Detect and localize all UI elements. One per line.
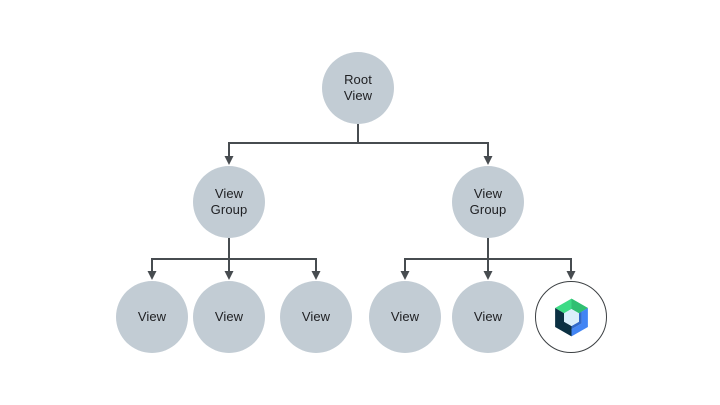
node-compose <box>535 281 607 353</box>
connector-left-group-to-views <box>147 238 321 280</box>
node-label: View Group <box>469 186 507 217</box>
node-label: Root View <box>343 72 373 103</box>
connector-right-group-to-views <box>400 238 576 280</box>
node-view-1: View <box>116 281 188 353</box>
node-view-4: View <box>369 281 441 353</box>
node-view-3: View <box>280 281 352 353</box>
node-view-group-left: View Group <box>193 166 265 238</box>
node-view-5: View <box>452 281 524 353</box>
connector-root-to-groups <box>224 124 493 165</box>
node-label: View <box>473 309 503 324</box>
node-label: View <box>390 309 420 324</box>
node-label: View <box>137 309 167 324</box>
node-label: View Group <box>210 186 248 217</box>
jetpack-compose-icon <box>554 298 588 336</box>
node-root-view: Root View <box>322 52 394 124</box>
node-view-2: View <box>193 281 265 353</box>
node-label: View <box>214 309 244 324</box>
node-view-group-right: View Group <box>452 166 524 238</box>
node-label: View <box>301 309 331 324</box>
